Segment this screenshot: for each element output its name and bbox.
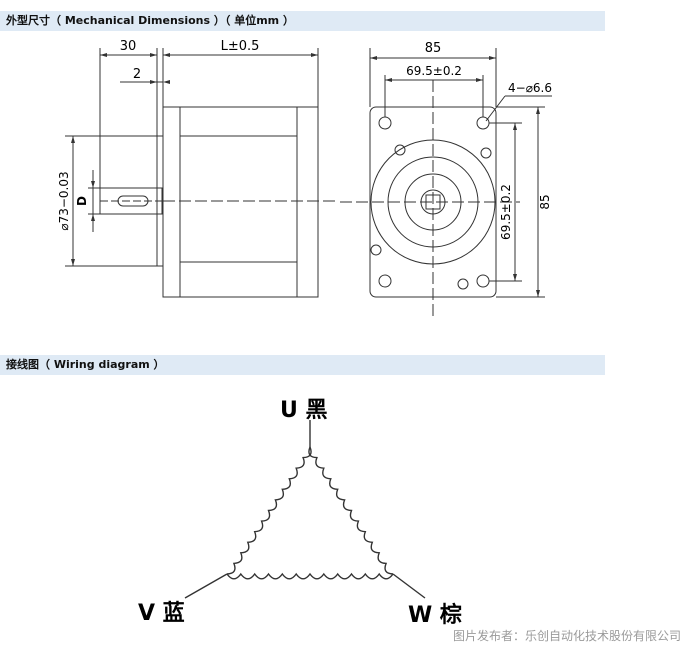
screw-bl — [370, 244, 382, 256]
section-title: 外型尺寸（ Mechanical Dimensions ）（ 单位mm ） — [6, 14, 294, 27]
shaft — [99, 187, 163, 215]
coil-u-v — [226, 446, 312, 575]
dim-85-top-label: 85 — [425, 41, 442, 56]
dim-69-5-side-label: 69.5±0.2 — [499, 184, 513, 240]
section-title: 接线图（ Wiring diagram ） — [6, 358, 165, 371]
dim-30-label: 30 — [120, 39, 137, 54]
mount-hole-tl — [378, 116, 392, 130]
dim-holes-label: 4−⌀6.6 — [508, 81, 552, 95]
dim-length-label: L±0.5 — [221, 39, 260, 54]
wiring-diagram: U 黑 V 蓝 W 棕 — [138, 398, 462, 628]
screw-br — [457, 278, 469, 290]
dim-69-5-top-label: 69.5±0.2 — [406, 64, 462, 78]
dim-85-side-label: 85 — [538, 194, 552, 209]
terminal-u-label: U 黑 — [280, 398, 328, 423]
mechanical-drawing: 30 2 L±0.5 ⌀73−0.03 D — [57, 39, 552, 320]
terminal-w-label: W 棕 — [408, 602, 462, 628]
section-header-mechanical-dimensions: 外型尺寸（ Mechanical Dimensions ）（ 单位mm ） — [0, 11, 605, 31]
dim-2-label: 2 — [133, 67, 141, 82]
coil-u-w — [308, 446, 394, 575]
shaft-keyway — [117, 195, 149, 207]
section-header-wiring-diagram: 接线图（ Wiring diagram ） — [0, 355, 605, 375]
dim-shaft-d-label: D — [75, 196, 89, 206]
motor-body — [162, 106, 319, 298]
image-credit: 图片发布者：乐创自动化技术股份有限公司 — [452, 629, 681, 643]
mount-hole-bl — [378, 274, 392, 288]
screw-tl — [394, 144, 406, 156]
mount-hole-br — [476, 274, 490, 288]
lead-v — [184, 573, 228, 599]
dim-phi73-label: ⌀73−0.03 — [57, 171, 71, 230]
terminal-v-label: V 蓝 — [138, 601, 185, 626]
screw-tr — [480, 147, 492, 159]
lead-w — [392, 573, 426, 599]
coil-v-w — [226, 572, 394, 580]
